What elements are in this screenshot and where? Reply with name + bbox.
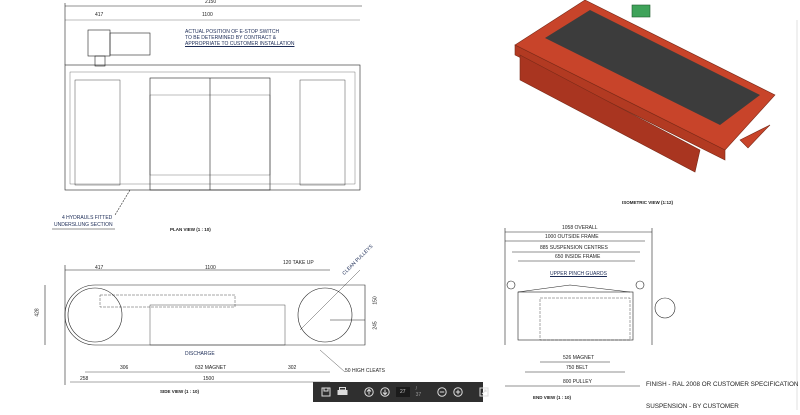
dim-245: 245 [372,321,379,330]
overall-width-dim: 1058 OVERALL [562,225,598,231]
arrow-down-circle-icon [380,387,390,397]
outside-frame-dim: 1000 OUTSIDE FRAME [545,234,599,240]
estop-note-1: ACTUAL POSITION OF E-STOP SWITCH [185,29,280,35]
fit-page-icon [479,387,489,397]
zoom-out-button[interactable] [437,386,447,398]
end-magnet-dim: 526 MAGNET [563,355,595,361]
suspension-note: SUSPENSION - BY CUSTOMER [646,403,739,410]
dim-417: 417 [95,12,104,18]
fit-page-button[interactable] [479,386,489,398]
isometric-view-title: ISOMETRIC VIEW (1:12) [622,200,674,205]
side-magnet-dim: 632 MAGNET [195,365,227,371]
dim-1100: 1100 [202,12,213,18]
hydraul-note-2: UNDERSLUNG SECTION [54,222,113,228]
discharge-label: DISCHARGE [185,351,215,357]
belt-dim: 750 BELT [566,365,588,371]
pdf-toolbar: 27 / 37 [313,382,489,402]
plan-view-title: PLAN VIEW (1 : 10) [170,227,211,232]
dim-1500: 1500 [203,376,215,382]
side-dim-417: 417 [95,265,104,271]
side-view-title: SIDE VIEW (1 : 10) [160,389,200,394]
end-view-title: END VIEW (1 : 10) [533,395,572,400]
arrow-up-circle-icon [364,387,374,397]
side-view-drawing [44,265,366,385]
plan-view-drawing [52,3,362,230]
suspension-centres-dim: 885 SUSPENSION CENTRES [540,245,608,251]
cleats-label: 50 HIGH CLEATS [345,368,385,374]
hydraul-note-1: 4 HYDRAULS FITTED [62,215,113,221]
pulley-dim: 800 PULLEY [563,379,592,385]
estop-note-2: TO BE DETERMINED BY CONTRACT & [185,35,277,41]
height-dim: 428 [34,308,41,317]
dim-150: 150 [372,296,379,305]
next-page-button[interactable] [380,386,390,398]
print-button[interactable] [337,386,348,398]
print-icon [337,387,348,395]
page-total: / 37 [415,386,422,398]
pinch-guards-label: UPPER PINCH GUARDS [550,271,607,277]
side-dim-1100: 1100 [205,265,216,271]
overall-length-dim: 2150 [205,0,217,5]
dim-258: 258 [80,376,89,382]
take-up-dim: 120 TAKE UP [283,260,314,266]
estop-note-3: APPROPRIATE TO CUSTOMER INSTALLATION [185,41,295,47]
save-icon [321,387,331,397]
zoom-out-icon [437,387,447,397]
page-number-input[interactable]: 27 [396,387,410,397]
zoom-in-button[interactable] [453,386,463,398]
dim-302: 302 [288,365,297,371]
dim-306: 306 [120,365,129,371]
finish-note: FINISH - RAL 2008 OR CUSTOMER SPECIFICAT… [646,381,799,388]
inside-frame-dim: 650 INSIDE FRAME [555,254,601,260]
previous-page-button[interactable] [364,386,374,398]
save-button[interactable] [321,386,331,398]
isometric-view-drawing [514,0,776,173]
zoom-in-icon [453,387,463,397]
end-view-drawing [504,228,676,387]
